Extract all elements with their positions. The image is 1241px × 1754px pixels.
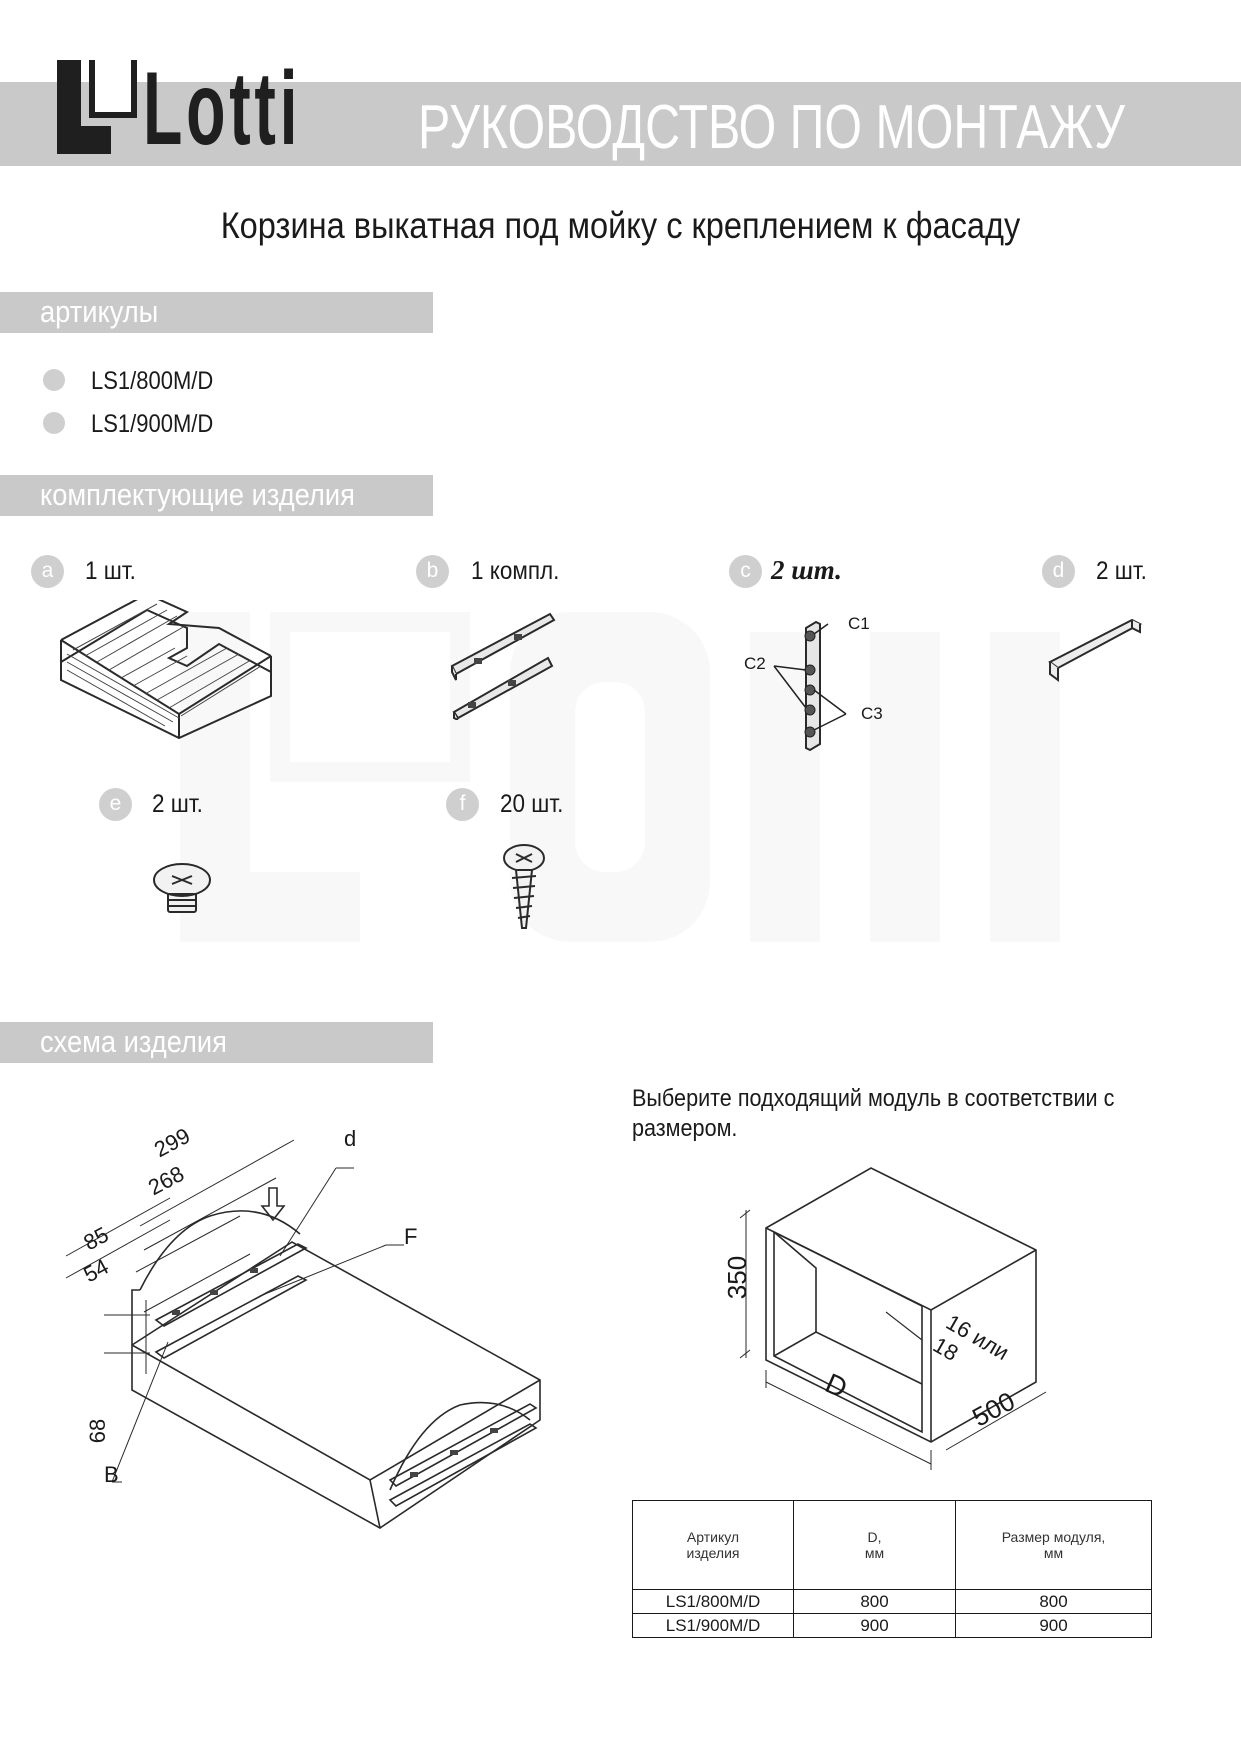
header-band (0, 82, 1241, 166)
basket-icon (60, 600, 272, 740)
screw-long-icon (503, 844, 545, 929)
component-badge-f: f (446, 788, 479, 821)
spec-table: Артикул изделия D, мм Размер модуля, мм … (632, 1500, 1152, 1638)
slide-rails-icon (450, 612, 556, 720)
component-badge-e: e (99, 788, 132, 821)
table-header-article: Артикул изделия (632, 1500, 794, 1590)
module-note: Выберите подходящий модуль в соответстви… (632, 1085, 1115, 1142)
component-qty-e: 2 шт. (152, 790, 203, 818)
table-header-d: D, мм (793, 1500, 956, 1590)
label-b: B (104, 1462, 119, 1487)
article-item: LS1/800M/D (91, 367, 214, 395)
section-bar-components (0, 475, 433, 516)
table-cell: 800 (793, 1589, 956, 1614)
component-qty-f: 20 шт. (500, 790, 564, 818)
bullet-icon (43, 412, 65, 434)
section-bar-scheme (0, 1022, 433, 1063)
product-title: Корзина выкатная под мойку с креплением … (220, 205, 1021, 246)
bracket-label-c1: C1 (848, 614, 870, 633)
table-cell: 800 (955, 1589, 1152, 1614)
section-bar-articles (0, 292, 433, 333)
section-title-articles: артикулы (40, 294, 159, 329)
component-qty-b: 1 компл. (471, 557, 560, 585)
module-diagram (739, 1167, 1047, 1470)
bracket-icon (773, 620, 847, 752)
label-d: d (344, 1126, 357, 1151)
screw-short-icon (153, 863, 211, 913)
bullet-icon (43, 369, 65, 391)
logo-icon (57, 60, 137, 154)
table-cell: 900 (793, 1613, 956, 1638)
connector-bar-icon (1048, 618, 1143, 682)
bracket-label-c2: C2 (744, 654, 766, 673)
label-f: F (404, 1224, 418, 1249)
component-qty-a: 1 шт. (85, 557, 136, 585)
article-item: LS1/900M/D (91, 410, 214, 438)
component-qty-d: 2 шт. (1096, 557, 1147, 585)
table-header-row: Артикул изделия D, мм Размер модуля, мм (632, 1500, 1152, 1590)
section-title-scheme: схема изделия (40, 1024, 227, 1059)
table-row: LS1/900M/D 900 900 (632, 1613, 1152, 1638)
table-cell: 900 (955, 1613, 1152, 1638)
component-badge-b: b (416, 555, 449, 588)
watermark-logo (180, 612, 1060, 942)
component-qty-c: 2 шт. (771, 555, 842, 585)
table-header-module: Размер модуля, мм (955, 1500, 1152, 1590)
dimension-label-68: 68 (85, 1418, 111, 1444)
table-cell: LS1/800M/D (632, 1589, 794, 1614)
table-row: LS1/800M/D 800 800 (632, 1589, 1152, 1614)
component-badge-d: d (1042, 555, 1075, 588)
section-title-components: комплектующие изделия (40, 477, 355, 512)
page-title: РУКОВОДСТВО ПО МОНТАЖУ (418, 93, 1125, 162)
table-cell: LS1/900M/D (632, 1613, 794, 1638)
component-badge-a: a (31, 555, 64, 588)
component-badge-c: c (729, 555, 762, 588)
bracket-label-c3: C3 (861, 704, 883, 723)
logo-text: Lotti (143, 51, 302, 167)
module-height-label: 350 (722, 1255, 753, 1300)
assembly-diagram (65, 1139, 541, 1529)
